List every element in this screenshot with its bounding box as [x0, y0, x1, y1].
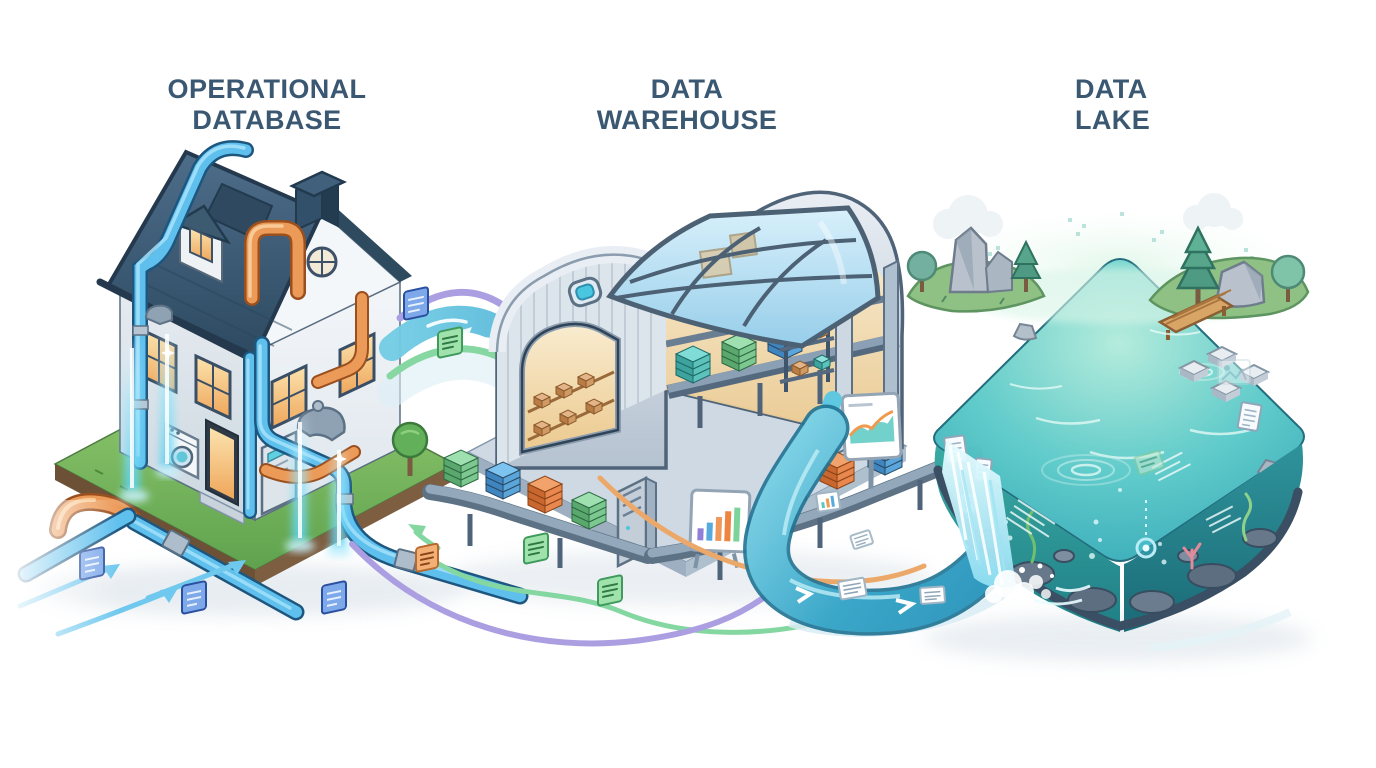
cloud: [1183, 193, 1243, 231]
wooden-dock: [1157, 289, 1235, 340]
stacked-data-slabs: [486, 462, 520, 499]
splash-foam: [985, 563, 1091, 606]
title-line: DATA: [1075, 74, 1148, 104]
faucet-large: [296, 400, 346, 442]
stacked-data-slabs: [528, 476, 562, 513]
data-chip: [597, 573, 623, 607]
stacked-data-slabs: [444, 450, 478, 487]
data-warehouse-illustration: [422, 190, 983, 580]
edge-fade: [0, 500, 120, 680]
stacked-data-slabs: [676, 346, 710, 383]
dormer-window: [171, 204, 232, 284]
data-chip: [523, 531, 549, 565]
cloud: [933, 195, 1003, 239]
purple-accent-line: [349, 541, 769, 647]
label-operational-database: OPERATIONAL DATABASE: [117, 74, 417, 136]
round-gable-window: [306, 246, 338, 278]
waterfall: [942, 440, 1016, 588]
title-line: WAREHOUSE: [596, 104, 778, 135]
floating-document: [837, 576, 868, 601]
stacked-data-slabs: [572, 492, 606, 529]
label-data-warehouse: DATA WAREHOUSE: [537, 74, 837, 136]
title-line: DATA: [650, 74, 724, 104]
pine-tree: [1010, 239, 1042, 292]
line-chart-glyph: [848, 409, 894, 437]
picture-frame-glyph: [1217, 359, 1251, 385]
data-chip: [437, 325, 463, 359]
title-line: DATABASE: [192, 104, 342, 135]
island-right: [1148, 225, 1310, 320]
floating-document: [849, 529, 874, 550]
glass-skylight-roof: [606, 205, 881, 349]
round-tree: [906, 250, 938, 292]
faucet-small: [144, 304, 173, 326]
cyan-emblem: [567, 276, 603, 308]
title-line: LAKE: [1075, 104, 1151, 135]
floating-document: [919, 585, 946, 605]
label-data-lake: DATA LAKE: [1075, 74, 1295, 136]
glowing-data-streams: [119, 326, 352, 557]
coral: [1182, 542, 1202, 570]
data-chip: [415, 542, 439, 573]
title-line: OPERATIONAL: [167, 74, 367, 104]
operational-database-illustration: [0, 140, 529, 680]
tree: [391, 421, 429, 476]
round-tree: [1270, 254, 1306, 302]
front-door: [199, 418, 245, 526]
entrance-arch: [519, 321, 621, 456]
island-left: [906, 226, 1046, 313]
magnifier-glow: [1135, 500, 1157, 559]
text-fragments: [1006, 451, 1242, 538]
cube-face-right: [1124, 444, 1303, 632]
front-left-conveyor: [422, 450, 656, 568]
bar-chart-glyph: [697, 507, 741, 542]
chimney: [289, 170, 347, 232]
green-panel-glyph: [1133, 449, 1165, 476]
mini-chart-page: [815, 490, 842, 513]
swoosh-shadow: [1149, 608, 1292, 652]
pine-tree: [1175, 225, 1221, 304]
data-lake-illustration: [903, 193, 1333, 652]
storage-shelves: [527, 370, 615, 442]
data-chip: [403, 285, 429, 321]
stacked-data-slabs: [722, 334, 756, 371]
stepping-stones: [1177, 345, 1271, 402]
line-chart-board: [840, 391, 903, 489]
interior-conveyor: [666, 322, 900, 428]
